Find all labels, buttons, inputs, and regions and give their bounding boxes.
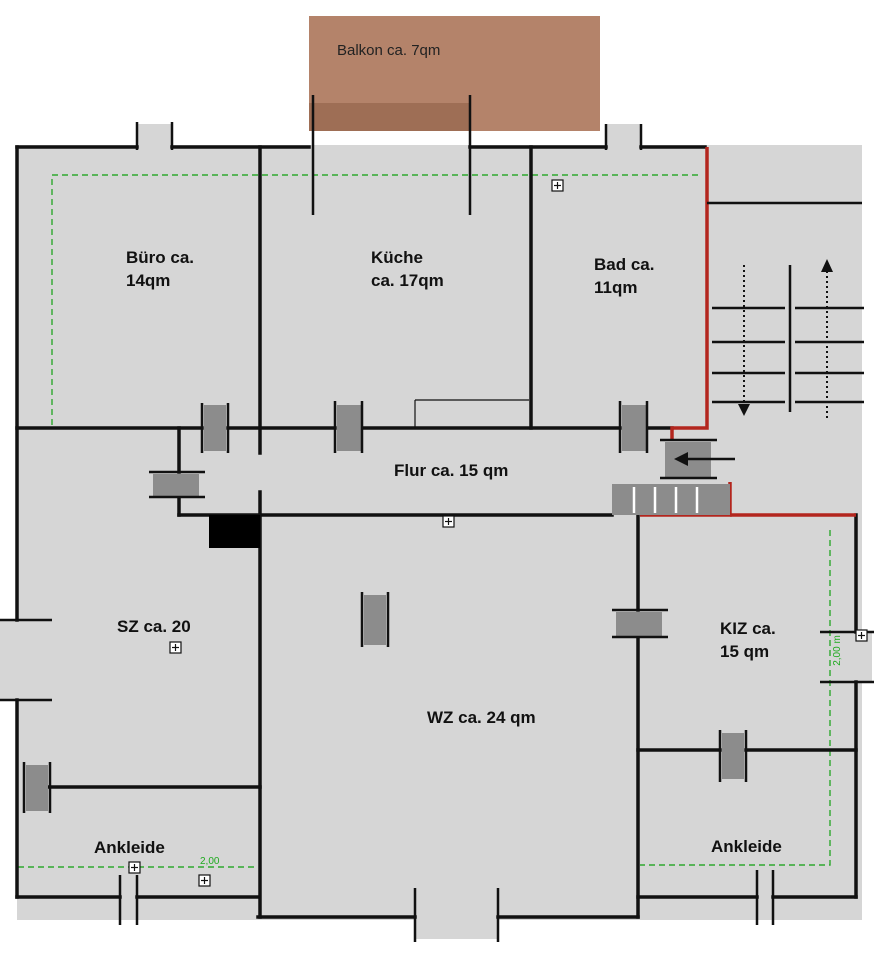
door-sz	[149, 470, 205, 499]
room-label-buero-line2: 14qm	[126, 271, 171, 290]
socket-icon	[128, 861, 141, 874]
room-label-ankleide-left-line1: Ankleide	[94, 838, 165, 857]
room-label-flur-line1: Flur ca. 15 qm	[394, 461, 509, 480]
dimension-label-bottom-left: 2,00	[200, 856, 220, 867]
floor-areas	[0, 124, 872, 939]
stair-arrow-down-icon	[738, 265, 750, 416]
doors	[22, 401, 748, 813]
socket-icon	[442, 515, 455, 528]
dimension-label-right-vertical: 2,00 m	[831, 635, 843, 666]
room-label-ankleide-right-line1: Ankleide	[711, 837, 782, 856]
room-label-kueche-line1: Küche	[371, 248, 423, 267]
room-label-kiz: KIZ ca. 15 qm	[720, 617, 776, 663]
door-ankleide-right	[718, 730, 748, 782]
socket-icon	[169, 641, 182, 654]
door-kiz	[612, 608, 668, 639]
socket-icon	[551, 179, 564, 192]
room-label-sz: SZ ca. 20	[117, 615, 191, 638]
room-label-kueche: Küche ca. 17qm	[371, 246, 444, 292]
room-label-wz: WZ ca. 24 qm	[427, 706, 536, 729]
door-wz	[360, 592, 390, 647]
room-label-kueche-line2: ca. 17qm	[371, 271, 444, 290]
socket-icons	[128, 179, 868, 887]
room-label-sz-line1: SZ ca. 20	[117, 617, 191, 636]
door-buero	[200, 403, 230, 453]
room-label-wz-line1: WZ ca. 24 qm	[427, 708, 536, 727]
room-label-bad: Bad ca. 11qm	[594, 253, 654, 299]
door-bad	[618, 401, 649, 453]
door-kueche	[333, 401, 364, 453]
entrance-steps	[612, 484, 730, 515]
room-label-bad-line2: 11qm	[594, 278, 638, 297]
shaft-block	[209, 515, 260, 548]
room-label-kiz-line1: KIZ ca.	[720, 619, 776, 638]
door-ankleide-left	[22, 762, 52, 813]
balcony-overlap	[309, 103, 470, 131]
room-label-ankleide-left: Ankleide	[94, 836, 165, 859]
room-label-ankleide-right: Ankleide	[711, 835, 782, 858]
room-label-bad-line1: Bad ca.	[594, 255, 655, 274]
walls	[15, 145, 858, 919]
room-label-kiz-line2: 15 qm	[720, 642, 770, 661]
room-label-buero-line1: Büro ca.	[126, 248, 195, 267]
room-label-buero: Büro ca. 14qm	[126, 246, 194, 292]
red-boundary	[670, 147, 709, 440]
room-label-flur: Flur ca. 15 qm	[394, 459, 508, 482]
socket-icon	[198, 874, 211, 887]
window-jambs	[0, 95, 874, 942]
entrance-arrow-icon	[674, 452, 735, 466]
stair-arrow-up-icon	[821, 259, 833, 418]
balcony-label: Balkon ca. 7qm	[337, 42, 441, 59]
staircase	[707, 201, 864, 412]
socket-icon	[855, 629, 868, 642]
